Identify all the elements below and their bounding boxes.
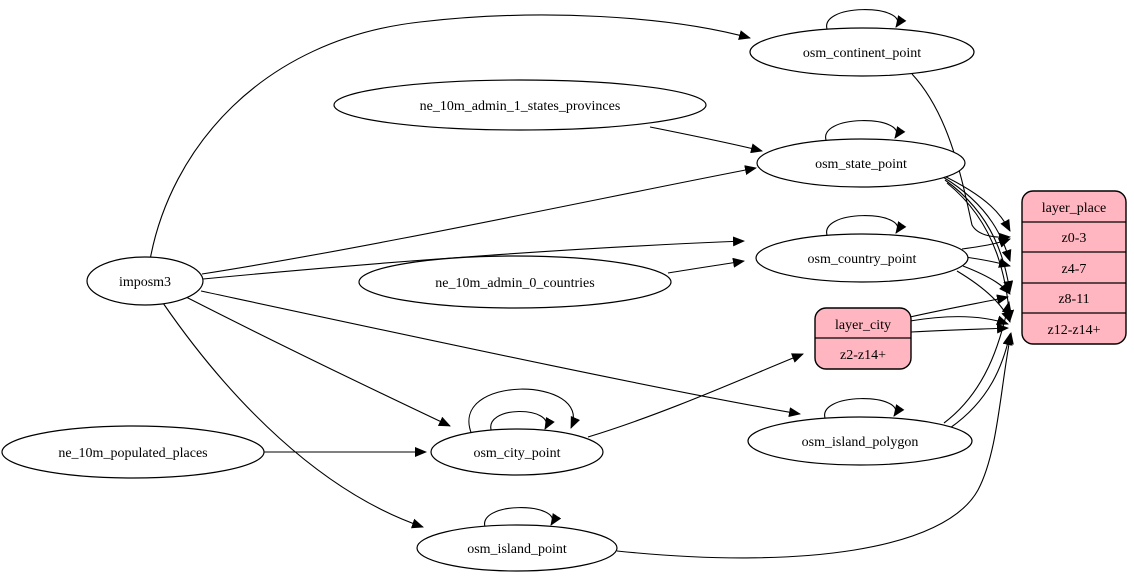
record-layer_city-row-z2-z14: z2-z14+ — [840, 348, 886, 363]
node-osm_country_point-shape — [755, 233, 969, 283]
node-ne_10m_admin_1_states_provinces: ne_10m_admin_1_states_provinces — [333, 79, 707, 131]
edge-osm_island_point-layer_place-z12-z14 — [616, 332, 1014, 559]
node-osm_continent_point-label: osm_continent_point — [803, 46, 921, 61]
node-osm_island_point-label: osm_island_point — [467, 542, 567, 557]
edge-ne_10m_admin_0_countries-osm_country_point — [667, 257, 745, 274]
edge-imposm3-osm_city_point — [185, 296, 451, 427]
node-osm_state_point-shape — [756, 138, 966, 188]
edge-osm_city_point-layer_city-z2-z14 — [587, 353, 804, 438]
edge-osm_country_point-layer_place-z8-11 — [962, 265, 1011, 295]
node-osm_city_point-label: osm_city_point — [473, 446, 560, 461]
edge-osm_continent_point-layer_place-z0-3 — [911, 73, 1011, 243]
self-loop-osm_island_point — [484, 507, 562, 531]
self-loop-osm_city_point-outer — [468, 388, 581, 436]
node-imposm3-shape — [86, 256, 204, 306]
record-layer_place-row-z4-7: z4-7 — [1062, 262, 1087, 277]
node-osm_continent_point: osm_continent_point — [749, 27, 975, 77]
node-imposm3: imposm3 — [86, 256, 204, 306]
node-ne_10m_admin_1_states_provinces-shape — [333, 79, 707, 131]
node-osm_continent_point-shape — [749, 27, 975, 77]
edge-imposm3-osm_island_point — [162, 302, 424, 529]
node-ne_10m_populated_places-shape — [1, 425, 265, 479]
edge-osm_country_point-layer_place-z12-z14 — [956, 270, 1011, 323]
self-loop-osm_continent_point — [826, 9, 907, 33]
record-layer_place-title: layer_place — [1042, 201, 1107, 216]
edge-imposm3-osm_island_polygon — [200, 290, 801, 418]
edge-layer_city-layer_place-z8-11 — [909, 294, 1009, 318]
node-ne_10m_admin_1_states_provinces-label: ne_10m_admin_1_states_provinces — [420, 99, 621, 114]
record-layer_place-row-z0-3: z0-3 — [1062, 231, 1087, 246]
node-osm_country_point-label: osm_country_point — [808, 252, 917, 267]
record-layer_place-row-z12-z14: z12-z14+ — [1048, 323, 1101, 338]
edge-osm_state_point-layer_place-z4-7 — [942, 176, 1012, 262]
nodes-layer: imposm3 ne_10m_admin_1_states_provinces … — [1, 27, 975, 572]
node-osm_island_polygon-shape — [747, 416, 973, 466]
node-ne_10m_populated_places: ne_10m_populated_places — [1, 425, 265, 479]
edge-ne_10m_admin_1_states_provinces-osm_state_point — [649, 126, 763, 154]
edge-imposm3-osm_continent_point — [149, 14, 751, 261]
node-osm_island_polygon-label: osm_island_polygon — [802, 435, 919, 450]
edge-layer_city-layer_place-z12-z14-a — [909, 315, 1009, 326]
edges-layer — [149, 9, 1015, 559]
node-ne_10m_admin_0_countries: ne_10m_admin_0_countries — [358, 255, 672, 309]
node-osm_state_point: osm_state_point — [756, 138, 966, 188]
edge-osm_country_point-layer_place-z4-7 — [964, 256, 1011, 268]
self-loop-osm_country_point — [826, 215, 907, 239]
edge-osm_state_point-layer_place-z0-3 — [939, 173, 1011, 232]
node-ne_10m_populated_places-label: ne_10m_populated_places — [58, 446, 207, 461]
edge-layer_city-layer_place-z12-z14-b — [910, 323, 1009, 334]
record-layer_place-shape — [1021, 190, 1127, 345]
edge-imposm3-osm_country_point — [202, 236, 745, 280]
node-osm_island_point-shape — [416, 524, 618, 572]
edge-osm_island_polygon-layer_place-z8-11 — [943, 301, 1012, 424]
record-layer_place: layer_place z0-3 z4-7 z8-11 z12-z14+ — [1021, 190, 1127, 345]
node-osm_state_point-label: osm_state_point — [815, 157, 907, 172]
edge-imposm3-osm_state_point — [201, 165, 757, 275]
node-ne_10m_admin_0_countries-shape — [358, 255, 672, 309]
record-layer_city-title: layer_city — [835, 318, 891, 333]
node-osm_island_polygon: osm_island_polygon — [747, 416, 973, 466]
node-osm_city_point-shape — [430, 428, 604, 476]
self-loop-osm_city_point-inner — [490, 410, 555, 434]
record-layer_place-row-z8-11: z8-11 — [1058, 292, 1089, 307]
self-loop-osm_state_point — [825, 120, 906, 144]
edge-osm_island_polygon-layer_place-z12-z14 — [949, 333, 1013, 429]
node-osm_country_point: osm_country_point — [755, 233, 969, 283]
node-ne_10m_admin_0_countries-label: ne_10m_admin_0_countries — [435, 276, 594, 291]
record-layer_city: layer_city z2-z14+ — [814, 307, 912, 370]
edge-osm_country_point-layer_place-z0-3 — [961, 238, 1011, 250]
node-osm_island_point: osm_island_point — [416, 524, 618, 572]
self-loop-osm_island_polygon — [824, 398, 905, 422]
node-osm_city_point: osm_city_point — [430, 428, 604, 476]
edge-osm_state_point-layer_place-z8-11 — [944, 179, 1014, 293]
node-imposm3-label: imposm3 — [119, 275, 171, 290]
